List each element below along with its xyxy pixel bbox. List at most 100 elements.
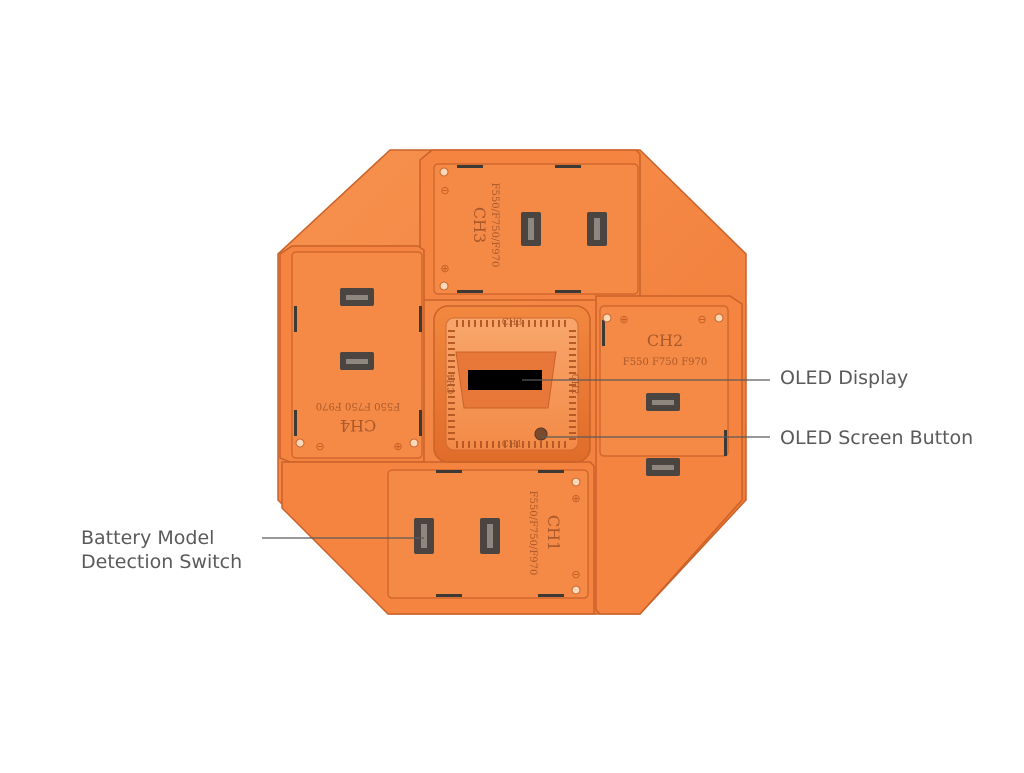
battery-model-label-line1: Battery Model (81, 527, 215, 549)
vent-slot (474, 441, 476, 448)
svg-text:⊖: ⊖ (440, 184, 449, 197)
oled-screen-button[interactable] (534, 427, 548, 441)
vent-slot (522, 320, 524, 327)
vent-slot (522, 441, 524, 448)
vent-slot (534, 320, 536, 327)
vent-slot (486, 441, 488, 448)
vent-slot (558, 441, 560, 448)
vent-slot (564, 441, 566, 448)
vent-slot (448, 438, 455, 440)
vent-slot (498, 441, 500, 448)
side-latches (294, 165, 727, 597)
vent-slot (448, 336, 455, 338)
vent-slot (492, 320, 494, 327)
ch3-name: CH3 (470, 207, 489, 243)
oled-display-label: OLED Display (780, 367, 909, 389)
ch2-tray (599, 305, 729, 457)
vent-slot (498, 320, 500, 327)
vent-slot (448, 408, 455, 410)
vent-slot (569, 414, 576, 416)
vent-slot (468, 441, 470, 448)
vent-slot (546, 441, 548, 448)
vent-slot (474, 320, 476, 327)
ch1-name: CH1 (544, 515, 563, 551)
vent-slot (540, 441, 542, 448)
vent-slot (448, 420, 455, 422)
vent-slot (448, 390, 455, 392)
ch4-models: F550 F750 F970 (316, 400, 400, 411)
vent-slot (569, 420, 576, 422)
vent-slot (569, 396, 576, 398)
svg-text:⊕: ⊕ (393, 440, 402, 453)
vent-slot (504, 441, 506, 448)
vent-slot (540, 320, 542, 327)
svg-text:⊖: ⊖ (571, 568, 580, 581)
svg-text:⊕: ⊕ (440, 262, 449, 275)
oled-screen-button-label: OLED Screen Button (780, 427, 974, 449)
vent-slot (480, 441, 482, 448)
vent-slot (504, 320, 506, 327)
vent-slot (448, 372, 455, 374)
svg-text:⊖: ⊖ (315, 440, 324, 453)
vent-slot (569, 366, 576, 368)
vent-slot (546, 320, 548, 327)
vent-slot (448, 342, 455, 344)
vent-slot (569, 336, 576, 338)
svg-text:⊕: ⊕ (571, 492, 580, 505)
vent-slot (448, 354, 455, 356)
vent-slot (569, 330, 576, 332)
vent-slot (569, 438, 576, 440)
vent-slot (456, 320, 458, 327)
vent-slot (569, 408, 576, 410)
vent-slot (516, 320, 518, 327)
vent-slot (448, 330, 455, 332)
battery-model-detection-switch (414, 518, 500, 554)
svg-text:CH3: CH3 (502, 318, 523, 328)
vent-slot (448, 366, 455, 368)
svg-text:⊕: ⊕ (619, 313, 628, 326)
vent-slot (516, 441, 518, 448)
vent-slot (510, 441, 512, 448)
vent-slot (448, 384, 455, 386)
vent-slot (569, 384, 576, 386)
ch3-models: F550/F750/F970 (489, 183, 500, 268)
vent-slot (569, 426, 576, 428)
vent-slot (534, 441, 536, 448)
vent-slot (528, 441, 530, 448)
vent-slot (462, 320, 464, 327)
vent-slot (448, 348, 455, 350)
contacts (340, 212, 680, 554)
vent-slot (448, 426, 455, 428)
vent-slot (564, 320, 566, 327)
vent-slot (448, 360, 455, 362)
ch4-contacts (340, 288, 374, 370)
oled-display (468, 370, 542, 390)
vent-slot (558, 320, 560, 327)
svg-text:CH4: CH4 (447, 373, 457, 394)
vent-slot (569, 348, 576, 350)
ch3-contacts (521, 212, 607, 246)
screws (295, 167, 724, 595)
ch2-contacts (646, 393, 680, 476)
vent-slot (552, 441, 554, 448)
vent-slot (569, 354, 576, 356)
svg-text:CH1: CH1 (502, 440, 522, 450)
vent-slot (456, 441, 458, 448)
vent-slot (569, 360, 576, 362)
vent-slot (552, 320, 554, 327)
vent-slot (569, 372, 576, 374)
vent-slot (569, 342, 576, 344)
svg-text:⊖: ⊖ (697, 313, 706, 326)
battery-model-label-line2: Detection Switch (81, 551, 243, 573)
vent-slot (510, 320, 512, 327)
ch2-models: F550 F750 F970 (623, 357, 707, 368)
vent-slot (569, 402, 576, 404)
vent-slot (569, 378, 576, 380)
vent-slot (486, 320, 488, 327)
ch2-name: CH2 (647, 331, 683, 350)
vent-slot (569, 390, 576, 392)
ch4-name: CH4 (340, 416, 376, 435)
vent-slot (462, 441, 464, 448)
vent-slot (492, 441, 494, 448)
